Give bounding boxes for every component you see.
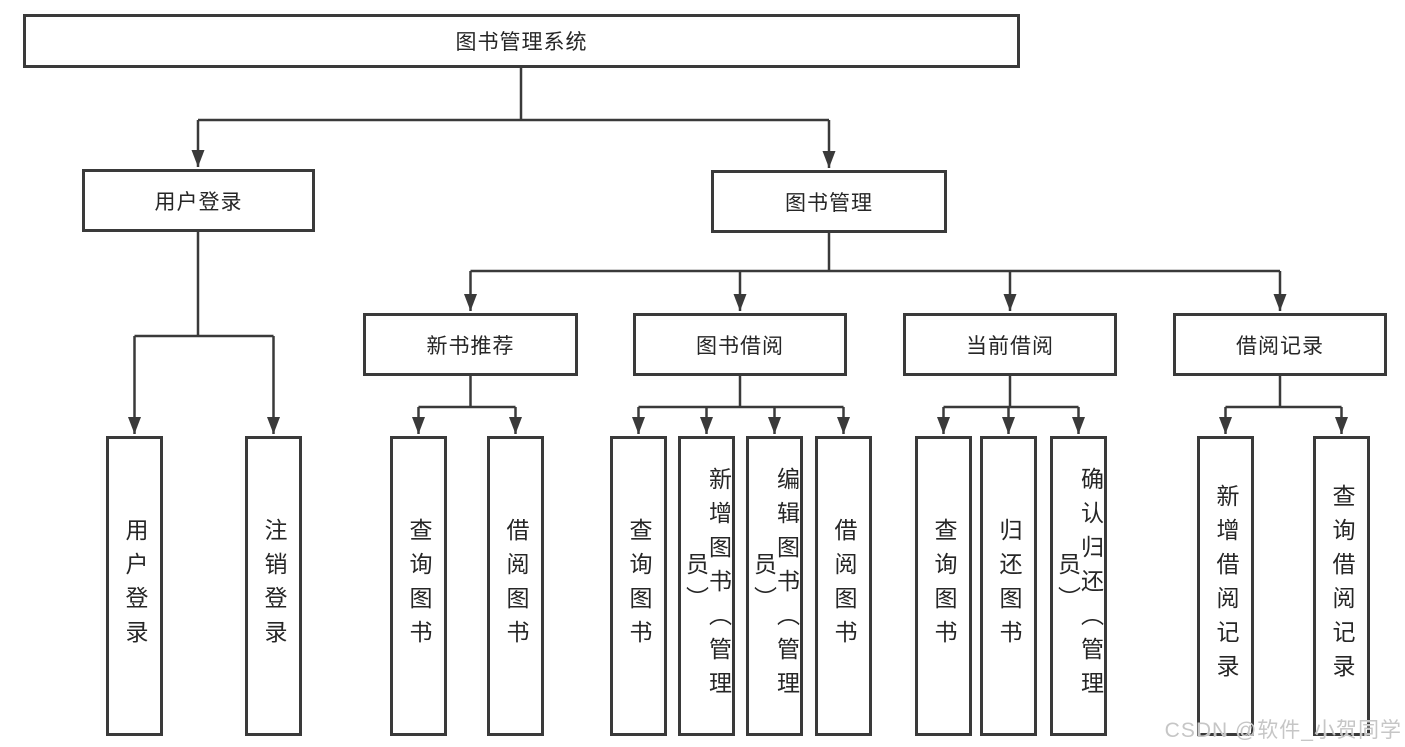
leaf-user-login: 用户登录 [106,436,163,736]
leaf-add-borrow-record: 新增借阅记录 [1197,436,1254,736]
leaf-query-books-borrowing: 查询图书 [610,436,667,736]
node-book-management-branch: 图书管理 [711,170,947,233]
csdn-watermark: CSDN @软件_小贺同学 [1164,719,1402,742]
node-current-borrowing: 当前借阅 [903,313,1117,376]
leaf-logout: 注销登录 [245,436,302,736]
node-book-borrowing: 图书借阅 [633,313,847,376]
node-new-book-recommendation: 新书推荐 [363,313,578,376]
node-borrowing-records: 借阅记录 [1173,313,1387,376]
node-user-login-branch: 用户登录 [82,169,315,232]
leaf-query-books-recommend: 查询图书 [390,436,447,736]
leaf-query-books-current: 查询图书 [915,436,972,736]
leaf-add-book-admin: 新增图书（管理员） [678,436,735,736]
leaf-query-borrow-record: 查询借阅记录 [1313,436,1370,736]
node-library-management-system: 图书管理系统 [23,14,1020,68]
leaf-edit-book-admin: 编辑图书（管理员） [746,436,803,736]
leaf-return-book: 归还图书 [980,436,1037,736]
leaf-borrow-books-recommend: 借阅图书 [487,436,544,736]
leaf-borrow-books: 借阅图书 [815,436,872,736]
leaf-confirm-return-admin: 确认归还（管理员） [1050,436,1107,736]
